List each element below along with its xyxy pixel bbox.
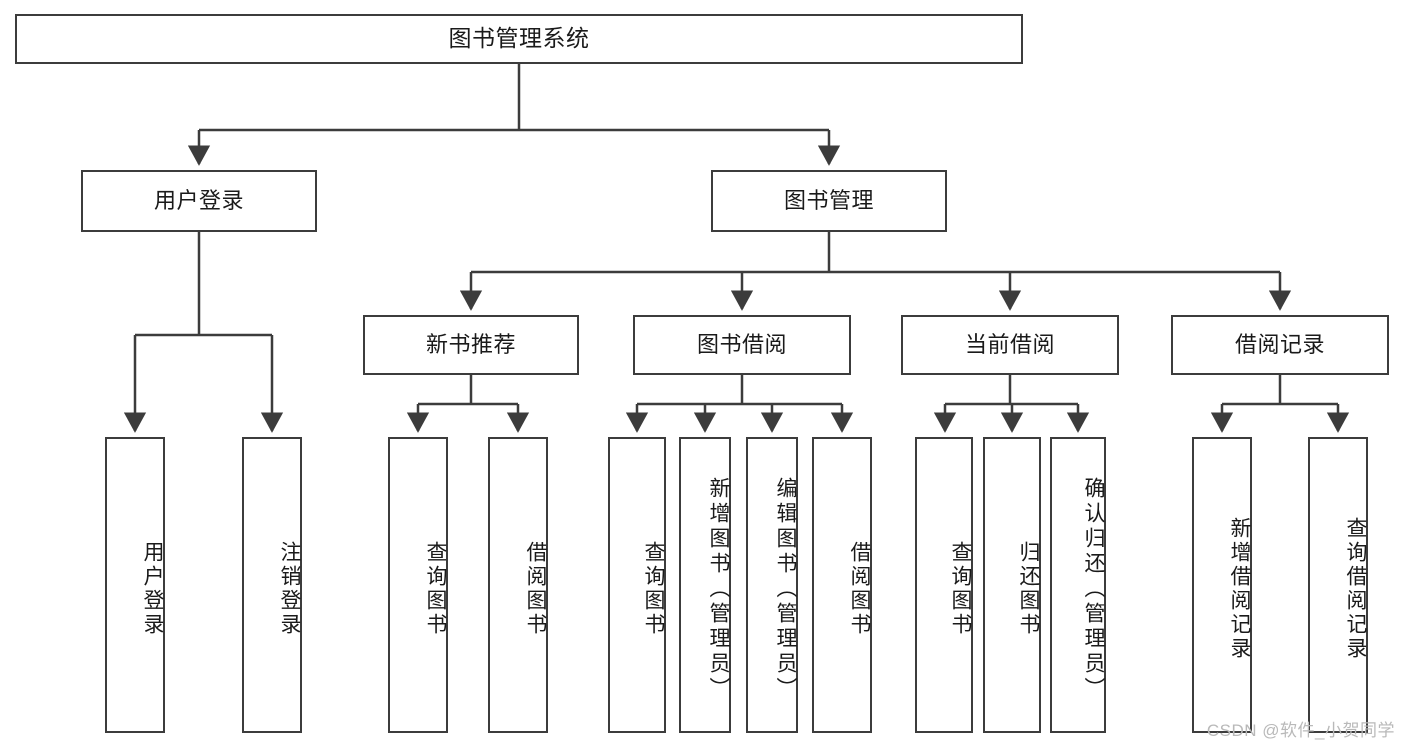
node-book-borrow[interactable]: 图书借阅 — [633, 315, 851, 375]
leaf-query-book-2[interactable]: 查询图书 — [608, 437, 666, 733]
leaf-add-book[interactable]: 新增图书（管理员） — [679, 437, 731, 733]
node-borrow-record[interactable]: 借阅记录 — [1171, 315, 1389, 375]
leaf-return-book-label: 归还图书 — [1017, 541, 1040, 637]
leaf-edit-book[interactable]: 编辑图书（管理员） — [746, 437, 798, 733]
leaf-query-book-1[interactable]: 查询图书 — [388, 437, 448, 733]
leaf-query-book-1-label: 查询图书 — [424, 541, 447, 637]
node-book-borrow-label: 图书借阅 — [696, 331, 787, 357]
leaf-edit-book-label: 编辑图书（管理员） — [774, 476, 797, 702]
node-root-label: 图书管理系统 — [448, 25, 590, 52]
leaf-borrow-book-1-label: 借阅图书 — [524, 541, 547, 637]
node-book-manage[interactable]: 图书管理 — [711, 170, 947, 232]
leaf-query-book-3[interactable]: 查询图书 — [915, 437, 973, 733]
csdn-watermark: CSDN @软件_小贺同学 — [1206, 721, 1395, 740]
leaf-query-book-2-label: 查询图书 — [642, 541, 665, 637]
leaf-add-book-label: 新增图书（管理员） — [707, 476, 730, 702]
leaf-user-login[interactable]: 用户登录 — [105, 437, 165, 733]
node-user-login[interactable]: 用户登录 — [81, 170, 317, 232]
node-user-login-label: 用户登录 — [153, 187, 244, 213]
node-book-manage-label: 图书管理 — [783, 187, 874, 213]
leaf-return-book[interactable]: 归还图书 — [983, 437, 1041, 733]
node-current-borrow[interactable]: 当前借阅 — [901, 315, 1119, 375]
leaf-add-record-label: 新增借阅记录 — [1228, 517, 1251, 661]
leaf-query-book-3-label: 查询图书 — [949, 541, 972, 637]
node-borrow-record-label: 借阅记录 — [1234, 331, 1325, 357]
leaf-logout-label: 注销登录 — [278, 541, 301, 637]
leaf-borrow-book-1[interactable]: 借阅图书 — [488, 437, 548, 733]
leaf-borrow-book-2-label: 借阅图书 — [848, 541, 871, 637]
leaf-user-login-label: 用户登录 — [141, 541, 164, 637]
node-new-book-rec[interactable]: 新书推荐 — [363, 315, 579, 375]
node-current-borrow-label: 当前借阅 — [964, 331, 1055, 357]
leaf-add-record[interactable]: 新增借阅记录 — [1192, 437, 1252, 733]
leaf-query-record-label: 查询借阅记录 — [1344, 517, 1367, 661]
leaf-borrow-book-2[interactable]: 借阅图书 — [812, 437, 872, 733]
leaf-query-record[interactable]: 查询借阅记录 — [1308, 437, 1368, 733]
leaf-confirm-return-label: 确认归还（管理员） — [1082, 476, 1105, 702]
leaf-confirm-return[interactable]: 确认归还（管理员） — [1050, 437, 1106, 733]
node-root[interactable]: 图书管理系统 — [15, 14, 1023, 64]
leaf-logout[interactable]: 注销登录 — [242, 437, 302, 733]
node-new-book-rec-label: 新书推荐 — [425, 331, 516, 357]
